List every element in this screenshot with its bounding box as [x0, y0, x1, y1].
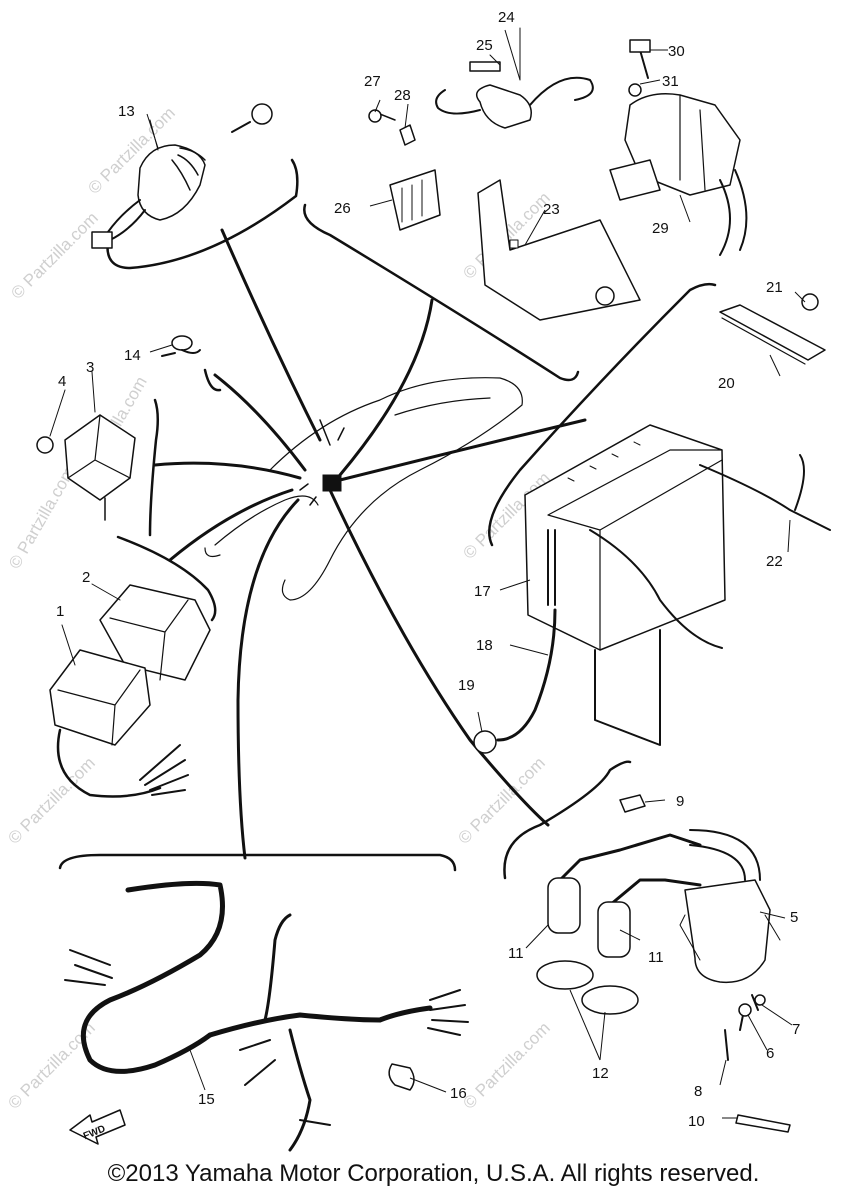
- watermark: © Partzilla.com: [7, 208, 101, 302]
- callout-21: 21: [766, 279, 783, 296]
- starter-relay-part: [609, 39, 748, 256]
- watermark: © Partzilla.com: [4, 753, 98, 847]
- watermark: © Partzilla.com: [459, 1018, 553, 1112]
- callout-8: 8: [694, 1083, 702, 1100]
- callout-15: 15: [198, 1091, 215, 1108]
- callout-12: 12: [592, 1065, 609, 1082]
- watermark: © Partzilla.com: [5, 463, 79, 572]
- battery-strap-part: [719, 293, 826, 365]
- callout-24: 24: [498, 9, 515, 26]
- relay-part: [36, 371, 136, 521]
- clip-part: [161, 335, 201, 357]
- callout-30: 30: [668, 43, 685, 60]
- callout-26: 26: [334, 200, 351, 217]
- callout-29: 29: [652, 220, 669, 237]
- callout-17: 17: [474, 583, 491, 600]
- callout-4: 4: [58, 373, 66, 390]
- fwd-arrow-icon: [69, 1109, 126, 1145]
- callout-1: 1: [56, 603, 64, 620]
- cdi-unit-part: [49, 583, 211, 798]
- watermark: © Partzilla.com: [454, 753, 548, 847]
- group-brackets: [58, 158, 717, 880]
- callout-23: 23: [543, 201, 560, 218]
- copyright-notice: ©2013 Yamaha Motor Corporation, U.S.A. A…: [107, 1160, 760, 1187]
- wire-harness-part: FWD: [64, 880, 469, 1152]
- callout-19: 19: [458, 677, 475, 694]
- callout-20: 20: [718, 375, 735, 392]
- callout-9: 9: [676, 793, 684, 810]
- battery-part: [473, 424, 831, 754]
- callout-2: 2: [82, 569, 90, 586]
- callout-6: 6: [766, 1045, 774, 1062]
- callout-13: 13: [118, 103, 135, 120]
- watermarks: © Partzilla.com © Partzilla.com © Partzi…: [4, 103, 553, 1112]
- callout-18: 18: [476, 637, 493, 654]
- callout-14: 14: [124, 347, 141, 364]
- callout-16: 16: [450, 1085, 467, 1102]
- callout-10: 10: [688, 1113, 705, 1130]
- callout-31: 31: [662, 73, 679, 90]
- harness-leaders: [153, 228, 587, 860]
- callout-28: 28: [394, 87, 411, 104]
- main-switch-part: [91, 103, 273, 249]
- ignition-coil-part: [536, 794, 791, 1133]
- callout-3: 3: [86, 359, 94, 376]
- callout-27: 27: [364, 73, 381, 90]
- callout-labels: 1 2 3 4 5 6 7 8 9 10 11 11 12 13 14 15 1…: [56, 9, 800, 1130]
- callout-11a: 11: [508, 945, 524, 962]
- harness-hub: [322, 474, 342, 492]
- callout-22: 22: [766, 553, 783, 570]
- callout-11b: 11: [648, 949, 664, 966]
- snowmobile-body: [204, 377, 523, 601]
- callout-leaders: [146, 29, 806, 1119]
- callout-5: 5: [790, 909, 798, 926]
- solenoid-part: [368, 27, 641, 321]
- callout-7: 7: [792, 1021, 800, 1038]
- callout-25: 25: [476, 37, 493, 54]
